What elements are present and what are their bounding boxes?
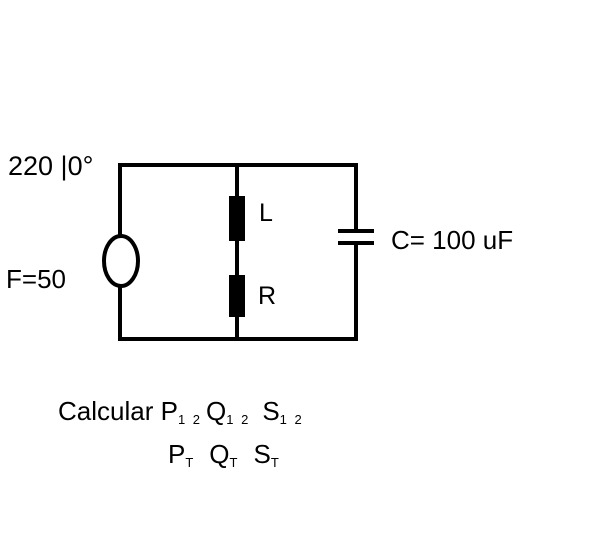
- term-p12: P1 2: [160, 396, 203, 427]
- source-voltage-label: 220 |0°: [8, 151, 94, 181]
- term-st-sub: T: [270, 455, 281, 470]
- caption-prefix: Calcular: [58, 396, 161, 426]
- term-pt-base: P: [168, 439, 186, 469]
- term-st-base: S: [253, 439, 271, 469]
- resistor-symbol: [229, 275, 245, 317]
- term-s12-sub: 1 2: [279, 412, 304, 427]
- term-qt-sub: T: [229, 455, 240, 470]
- term-pt: PT: [168, 439, 196, 470]
- term-p12-sub: 1 2: [177, 412, 203, 427]
- term-s12: S1 2: [262, 396, 304, 427]
- inductor-symbol: [229, 196, 245, 241]
- inductor-label: L: [259, 199, 273, 227]
- term-pt-sub: T: [185, 455, 196, 470]
- voltage-source-symbol: [102, 234, 140, 288]
- term-q12-sub: 1 2: [226, 412, 251, 427]
- term-q12: Q1 2: [206, 396, 251, 427]
- term-p12-base: P: [160, 396, 178, 426]
- term-q12-base: Q: [206, 396, 227, 426]
- term-s12-base: S: [262, 396, 280, 426]
- frequency-label: F=50: [6, 264, 66, 294]
- capacitor-label: C= 100 uF: [391, 225, 514, 255]
- term-qt: QT: [209, 439, 240, 470]
- term-qt-base: Q: [209, 439, 230, 469]
- term-st: ST: [253, 439, 281, 470]
- resistor-label: R: [258, 282, 277, 310]
